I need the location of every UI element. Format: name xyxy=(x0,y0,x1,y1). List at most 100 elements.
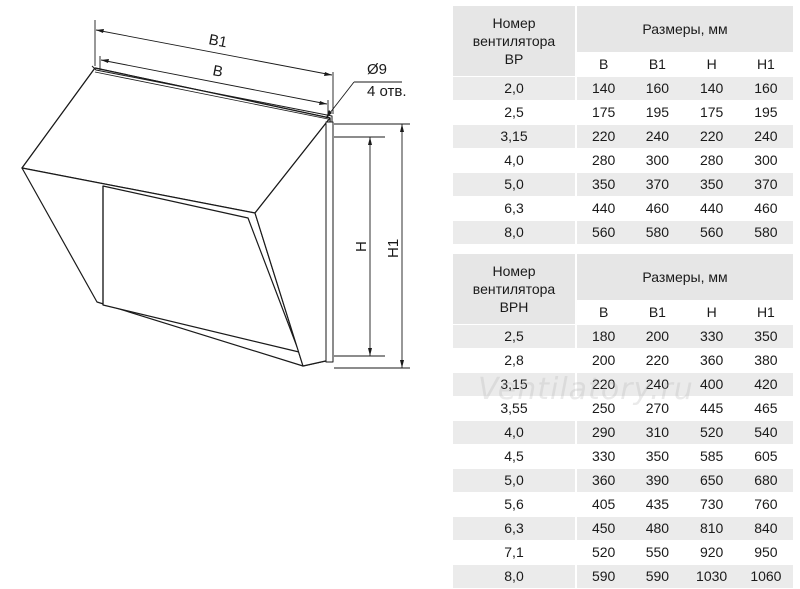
fan-number-cell: 2,8 xyxy=(453,348,577,373)
table-bph: Номер вентилятора ВРН Размеры, мм B B1 H… xyxy=(453,254,794,589)
dimension-cell: 810 xyxy=(684,516,739,541)
dimension-cell: 140 xyxy=(576,76,631,101)
dimension-cell: 440 xyxy=(576,196,631,221)
col-header-h1: H1 xyxy=(738,300,794,325)
dimension-cell: 220 xyxy=(576,124,631,149)
fan-number-cell: 4,0 xyxy=(453,420,577,445)
dimension-cell: 1060 xyxy=(738,564,794,589)
dimension-cell: 560 xyxy=(684,220,739,245)
dimension-cell: 540 xyxy=(738,420,794,445)
fan-number-cell: 4,5 xyxy=(453,444,577,469)
watermark: Ventilatory.ru xyxy=(478,372,694,407)
label-hole-count: 4 отв. xyxy=(367,83,407,100)
dimension-cell: 520 xyxy=(576,540,631,565)
col-header-b: B xyxy=(576,300,631,325)
dimension-cell: 195 xyxy=(738,100,794,125)
fan-number-cell: 3,15 xyxy=(453,124,577,149)
dimension-cell: 480 xyxy=(630,516,685,541)
dimension-cell: 560 xyxy=(576,220,631,245)
fan-number-cell: 5,0 xyxy=(453,172,577,197)
dimension-cell: 465 xyxy=(738,396,794,421)
fan-number-cell: 8,0 xyxy=(453,564,577,589)
fan-number-cell: 7,1 xyxy=(453,540,577,565)
dimension-cell: 920 xyxy=(684,540,739,565)
fan-number-cell: 2,0 xyxy=(453,76,577,101)
col-header-h: H xyxy=(684,52,739,77)
label-b1: B1 xyxy=(207,31,228,51)
dimension-cell: 290 xyxy=(576,420,631,445)
fan-number-cell: 8,0 xyxy=(453,220,577,245)
dimension-cell: 1030 xyxy=(684,564,739,589)
fan-number-cell: 3,15 xyxy=(453,372,577,397)
dimension-cell: 300 xyxy=(738,148,794,173)
dimension-cell: 580 xyxy=(630,220,685,245)
hood-drawing: B1 B Ø9 4 отв. H H1 xyxy=(21,20,410,369)
dimension-cell: 330 xyxy=(576,444,631,469)
dim-line-b xyxy=(100,59,328,105)
fan-number-cell: 6,3 xyxy=(453,516,577,541)
dimension-cell: 400 xyxy=(684,372,739,397)
dimension-cell: 350 xyxy=(738,324,794,349)
dimension-cell: 200 xyxy=(576,348,631,373)
dimension-cell: 330 xyxy=(684,324,739,349)
dimensions-header: Размеры, мм xyxy=(576,6,794,53)
col-header-b1: B1 xyxy=(630,52,685,77)
dimension-cell: 270 xyxy=(630,396,685,421)
fan-number-cell: 2,5 xyxy=(453,324,577,349)
dimension-cell: 650 xyxy=(684,468,739,493)
dimension-cell: 140 xyxy=(684,76,739,101)
dimension-cell: 220 xyxy=(684,124,739,149)
dimension-cell: 390 xyxy=(630,468,685,493)
label-h: H xyxy=(353,241,370,252)
dimension-cell: 520 xyxy=(684,420,739,445)
fan-number-cell: 4,0 xyxy=(453,148,577,173)
dimension-cell: 180 xyxy=(576,324,631,349)
dimension-cell: 760 xyxy=(738,492,794,517)
dimension-cell: 840 xyxy=(738,516,794,541)
fan-number-cell: 5,0 xyxy=(453,468,577,493)
dimension-cell: 440 xyxy=(684,196,739,221)
col-header-h1: H1 xyxy=(738,52,794,77)
col-header-b: B xyxy=(576,52,631,77)
dimension-cell: 175 xyxy=(684,100,739,125)
dimension-cell: 680 xyxy=(738,468,794,493)
fan-number-cell: 2,5 xyxy=(453,100,577,125)
label-hole-diameter: Ø9 xyxy=(367,61,387,78)
fan-number-cell: 3,55 xyxy=(453,396,577,421)
dim-line-b1 xyxy=(95,29,333,76)
dimension-cell: 280 xyxy=(684,148,739,173)
fan-number-cell: 6,3 xyxy=(453,196,577,221)
label-h1: H1 xyxy=(385,239,402,258)
label-b: B xyxy=(211,62,224,81)
dimension-cell: 585 xyxy=(684,444,739,469)
dimension-cell: 450 xyxy=(576,516,631,541)
table-bp: Номер вентилятора ВР Размеры, мм B B1 H … xyxy=(453,6,794,245)
dimension-cell: 350 xyxy=(576,172,631,197)
dimension-cell: 200 xyxy=(630,324,685,349)
dimension-cell: 160 xyxy=(630,76,685,101)
fan-number-header: Номер вентилятора ВР xyxy=(453,6,577,77)
dimension-cell: 590 xyxy=(576,564,631,589)
dimension-cell: 370 xyxy=(738,172,794,197)
dimensions-header: Размеры, мм xyxy=(576,254,794,301)
dimension-cell: 580 xyxy=(738,220,794,245)
dimension-cell: 405 xyxy=(576,492,631,517)
dimension-cell: 950 xyxy=(738,540,794,565)
dimension-cell: 590 xyxy=(630,564,685,589)
dimension-cell: 240 xyxy=(630,124,685,149)
dimension-cell: 220 xyxy=(630,348,685,373)
dimension-cell: 370 xyxy=(630,172,685,197)
dimension-cell: 435 xyxy=(630,492,685,517)
dimension-cell: 460 xyxy=(738,196,794,221)
